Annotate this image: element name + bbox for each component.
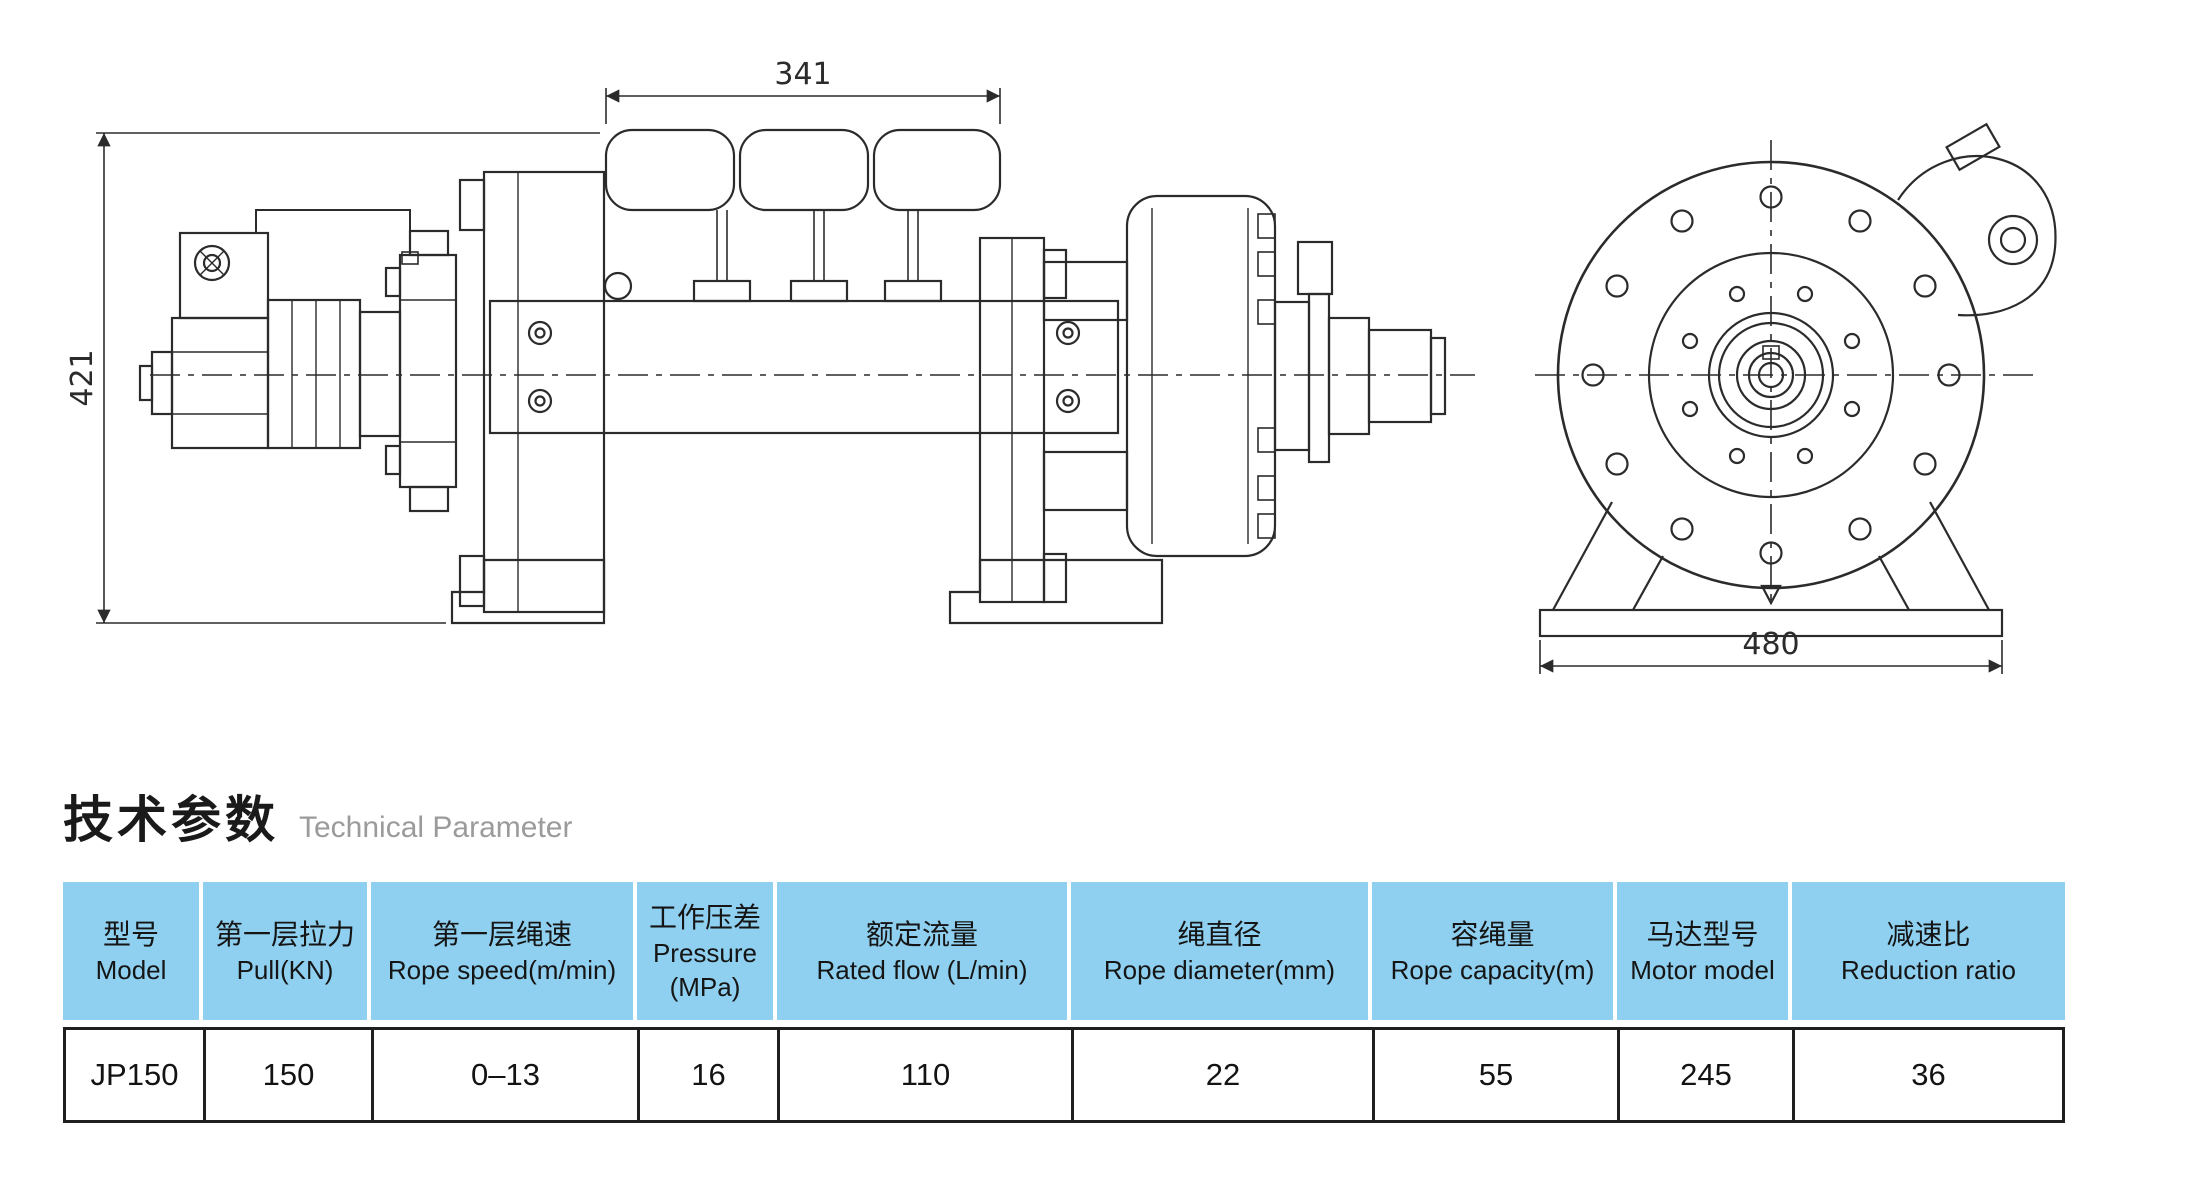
header-reduction-ratio-en: Reduction ratio	[1841, 954, 2016, 985]
table-value-rope-capacity: 55	[1372, 1027, 1617, 1123]
mounting-feet	[450, 558, 1164, 625]
header-motor-model-zh: 马达型号	[1646, 918, 1759, 950]
winch-technical-drawing: 341 421 480	[65, 57, 2057, 674]
table-value-pull: 150	[203, 1027, 371, 1123]
dimension-421	[96, 132, 600, 624]
header-model-en: Model	[95, 954, 167, 985]
brake-housing	[1125, 194, 1277, 558]
header-pull-en: Pull(KN)	[236, 954, 334, 985]
dim-480-label: 480	[1742, 627, 1799, 662]
side-view	[138, 128, 1475, 625]
section-title-en: Technical Parameter	[299, 811, 573, 844]
header-rope-speed-zh: 第一层绳速	[431, 918, 572, 950]
dimension-341	[605, 88, 1001, 124]
section-title-zh: 技术参数	[63, 792, 279, 848]
header-model-zh: 型号	[102, 918, 159, 950]
table-value-motor-model: 245	[1617, 1027, 1792, 1123]
header-reduction-ratio-zh: 减速比	[1886, 918, 1971, 950]
front-view	[1535, 122, 2057, 638]
table-header-rope-diameter: 绳直径 Rope diameter(mm)	[1071, 882, 1372, 1027]
left-flange-plate	[458, 170, 606, 614]
table-value-reduction-ratio: 36	[1792, 1027, 2065, 1123]
header-pull-zh: 第一层拉力	[214, 918, 355, 950]
right-flange-plate	[978, 236, 1129, 604]
technical-parameter-table: 型号 Model 第一层拉力 Pull(KN) 第一层绳速 Rope speed…	[63, 882, 2065, 1123]
table-header-rope-speed: 第一层绳速 Rope speed(m/min)	[371, 882, 637, 1027]
header-rated-flow-en: Rated flow (L/min)	[816, 954, 1028, 985]
dimension-480	[1539, 640, 2003, 674]
table-header-reduction-ratio: 减速比 Reduction ratio	[1792, 882, 2065, 1027]
table-data-row: JP150 150 0–13 16 110 22 55 245 36	[63, 1027, 2065, 1123]
header-rope-capacity-en: Rope capacity(m)	[1390, 954, 1595, 985]
table-header-row: 型号 Model 第一层拉力 Pull(KN) 第一层绳速 Rope speed…	[63, 882, 2065, 1027]
header-rope-diameter-zh: 绳直径	[1177, 918, 1262, 950]
rope-drum	[604, 128, 1002, 303]
table-value-pressure: 16	[637, 1027, 777, 1123]
header-motor-model-en: Motor model	[1630, 954, 1775, 985]
table-value-model: JP150	[63, 1027, 203, 1123]
drum-barrel	[488, 271, 1120, 435]
table-value-rated-flow: 110	[777, 1027, 1071, 1123]
table-header-motor-model: 马达型号 Motor model	[1617, 882, 1792, 1027]
table-header-pull: 第一层拉力 Pull(KN)	[203, 882, 371, 1027]
header-pressure-zh: 工作压差	[648, 901, 761, 933]
output-shaft	[1273, 240, 1447, 464]
header-pressure-en: Pressure	[652, 937, 758, 968]
table-header-pressure: 工作压差 Pressure (MPa)	[637, 882, 777, 1027]
section-title: 技术参数 Technical Parameter	[63, 780, 572, 852]
header-rated-flow-zh: 额定流量	[865, 918, 978, 950]
table-value-rope-diameter: 22	[1071, 1027, 1372, 1123]
header-rope-diameter-en: Rope diameter(mm)	[1103, 954, 1336, 985]
hydraulic-motor	[138, 209, 419, 450]
gearbox-flange	[384, 229, 458, 513]
dim-421-label: 421	[65, 349, 100, 406]
header-pressure-en2: (MPa)	[669, 971, 741, 1002]
table-header-rated-flow: 额定流量 Rated flow (L/min)	[777, 882, 1071, 1027]
table-header-rope-capacity: 容绳量 Rope capacity(m)	[1372, 882, 1617, 1027]
header-rope-speed-en: Rope speed(m/min)	[387, 954, 617, 985]
dim-341-label: 341	[774, 57, 831, 92]
table-value-rope-speed: 0–13	[371, 1027, 637, 1123]
header-rope-capacity-zh: 容绳量	[1450, 918, 1535, 950]
table-header-model: 型号 Model	[63, 882, 203, 1027]
